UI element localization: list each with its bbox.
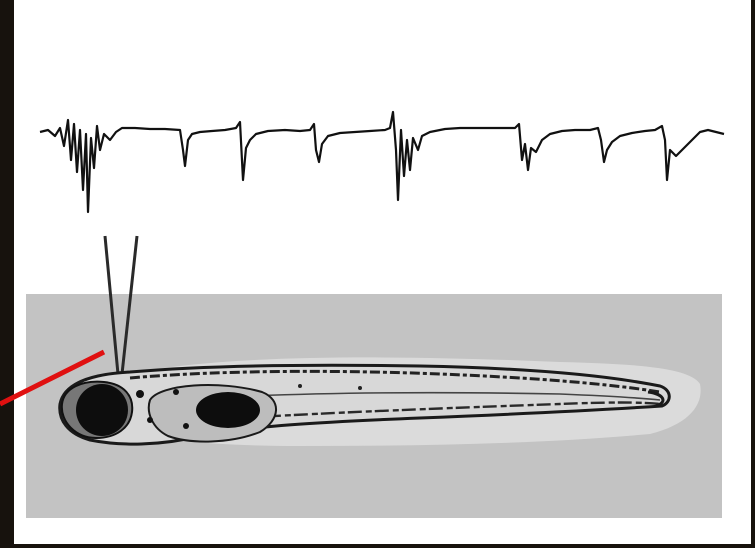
swim-bladder [196,392,260,428]
electrode-left [105,236,118,374]
pigment-dot [173,389,179,395]
zebrafish-larva [60,357,701,446]
pigment-dot [183,423,189,429]
pigment-dot [136,390,144,398]
pigment-dot [358,386,362,390]
pigment-dot [147,417,153,423]
eeg-trace [40,112,724,212]
electrode-right [122,236,137,374]
pigment-dot [298,384,302,388]
fish-eye [76,384,128,436]
